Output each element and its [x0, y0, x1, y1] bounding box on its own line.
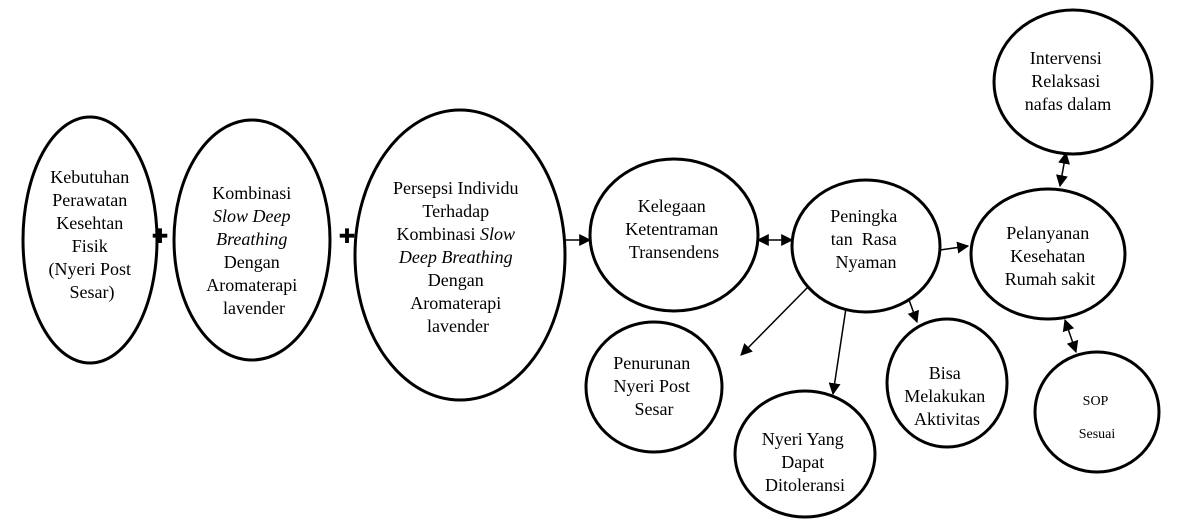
- arrow-peningkatan-to-nyeri-toleransi: [828, 307, 847, 396]
- node-nyeri-toleransi: [733, 389, 877, 519]
- node-kebutuhan: [21, 115, 159, 365]
- label-peningkatan: Peningka tan Rasa Nyaman: [830, 206, 902, 272]
- node-kombinasi: [172, 118, 332, 362]
- label-kebutuhan: Kebutuhan Perawatan Kesehtan Fisik (Nyer…: [49, 167, 136, 303]
- node-intervensi: [992, 8, 1154, 156]
- arrow-intervensi-pelayanan: [1056, 151, 1070, 188]
- node-pelayanan: [969, 187, 1127, 321]
- label-sop: SOP Sesuai: [1079, 394, 1116, 442]
- label-penurunan: Penurunan Nyeri Post Sesar: [613, 353, 694, 419]
- node-kelegaan: [588, 157, 760, 313]
- node-peningkatan: [790, 178, 942, 314]
- label-aktivitas: Bisa Melakukan Aktivitas: [904, 363, 989, 429]
- node-aktivitas: [885, 317, 1009, 449]
- node-sop: [1033, 350, 1161, 474]
- label-pelayanan: Pelanyanan Kesehatan Rumah sakit: [1005, 223, 1096, 289]
- label-kelegaan: Kelegaan Ketentraman Transendens: [625, 196, 722, 262]
- node-persepsi: [353, 108, 567, 402]
- label-nyeri-toleransi: Nyeri Yang Dapat Ditoleransi: [762, 429, 849, 495]
- label-persepsi: Persepsi Individu Terhadap Kombinasi Slo…: [393, 178, 523, 336]
- label-intervensi: Intervensi Relaksasi nafas dalam: [1025, 48, 1111, 114]
- arrow-peningkatan-to-pelayanan: [939, 241, 970, 254]
- arrow-peningkatan-to-penurunan: [740, 286, 809, 356]
- label-kombinasi: Kombinasi Slow Deep Breathing Dengan Aro…: [206, 183, 301, 318]
- arrow-pelayanan-sop: [1062, 318, 1079, 354]
- plus-connector-1: ✚: [152, 226, 169, 248]
- plus-connector-2: ✚: [339, 226, 356, 248]
- node-penurunan: [584, 320, 724, 454]
